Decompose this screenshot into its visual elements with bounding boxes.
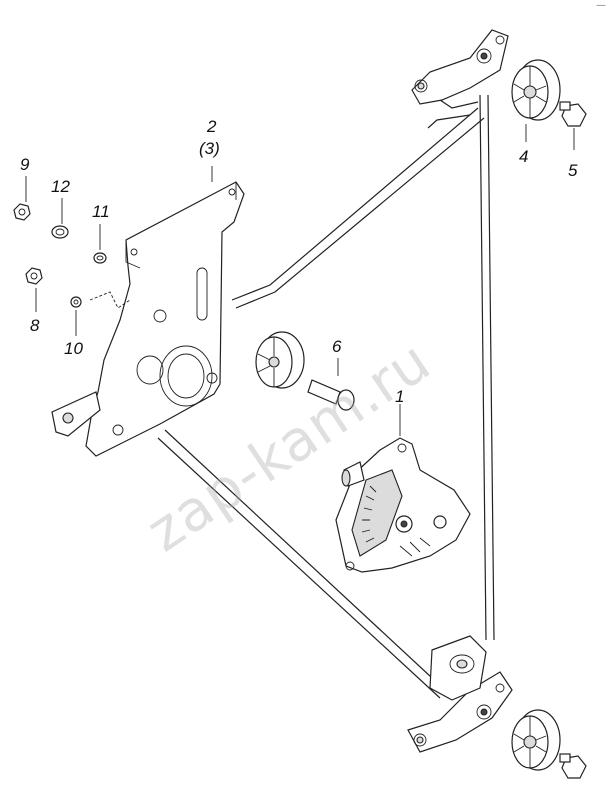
callout-1: 1 <box>395 387 405 406</box>
regulator-frame-rails <box>157 94 495 699</box>
callout-10: 10 <box>64 339 83 358</box>
washer-12 <box>51 225 69 239</box>
callout-12: 12 <box>51 177 70 196</box>
nut-8 <box>25 267 43 285</box>
mounting-plate <box>51 181 245 457</box>
callout-6: 6 <box>332 337 342 356</box>
corner-mark: — <box>596 0 606 11</box>
top-bracket <box>411 29 509 105</box>
callout-9: 9 <box>20 155 30 174</box>
rivet-5 <box>559 101 587 127</box>
callout-2: 2 <box>207 117 217 136</box>
callout-3: (3) <box>199 139 220 158</box>
rivet-5-bottom <box>559 753 587 779</box>
washer-11 <box>93 252 107 264</box>
callout-8: 8 <box>30 316 40 335</box>
pin-6 <box>307 379 355 411</box>
callout-4: 4 <box>519 147 529 166</box>
roller-4 <box>511 59 561 121</box>
roller-4-bottom <box>511 709 561 771</box>
callout-5: 5 <box>568 161 578 180</box>
gear-mechanism <box>335 437 471 573</box>
bottom-bracket <box>407 635 513 753</box>
center-pulley <box>255 331 305 389</box>
leader-lines <box>25 124 575 436</box>
nut-9 <box>13 203 31 221</box>
washer-10 <box>70 296 82 308</box>
callout-11: 11 <box>92 202 110 221</box>
